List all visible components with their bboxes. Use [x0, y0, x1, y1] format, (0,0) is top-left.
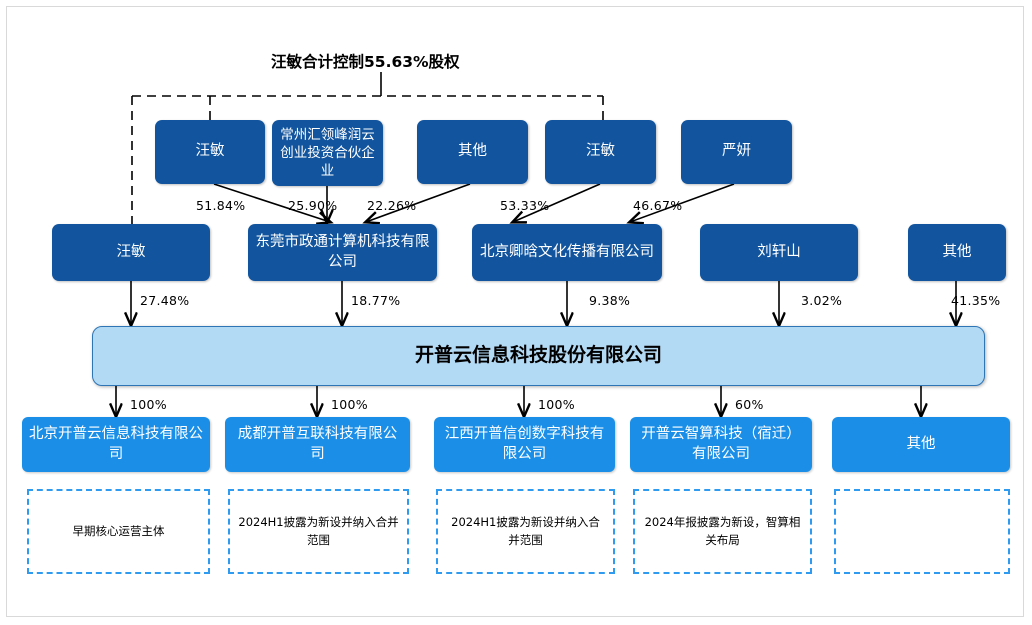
- node-tier1-wangmin-a[interactable]: 汪敏: [155, 120, 265, 184]
- pct-51-84: 51.84%: [196, 198, 246, 213]
- node-tier2-dongguan[interactable]: 东莞市政通计算机科技有限公司: [248, 224, 437, 281]
- node-tier2-liuxuanshan[interactable]: 刘轩山: [700, 224, 858, 281]
- note-box-5: [834, 489, 1010, 574]
- pct-46-67: 46.67%: [633, 198, 683, 213]
- pct-41-35: 41.35%: [951, 293, 1001, 308]
- pct-27-48: 27.48%: [140, 293, 190, 308]
- node-tier2-beijing-qinghan[interactable]: 北京卿晗文化传播有限公司: [472, 224, 662, 281]
- pct-53-33: 53.33%: [500, 198, 550, 213]
- node-tier2-wangmin[interactable]: 汪敏: [52, 224, 210, 281]
- node-tier1-other[interactable]: 其他: [417, 120, 528, 184]
- control-caption: 汪敏合计控制55.63%股权: [271, 53, 460, 71]
- pct-3-02: 3.02%: [801, 293, 843, 308]
- node-tier1-wangmin-b[interactable]: 汪敏: [545, 120, 656, 184]
- node-sub-other[interactable]: 其他: [832, 417, 1010, 472]
- note-box-4: 2024年报披露为新设，智算相关布局: [633, 489, 812, 574]
- pct-sub-2: 100%: [331, 397, 368, 412]
- node-sub-jiangxi[interactable]: 江西开普信创数字科技有限公司: [434, 417, 615, 472]
- node-issuer[interactable]: 开普云信息科技股份有限公司: [92, 326, 985, 386]
- pct-22-26: 22.26%: [367, 198, 417, 213]
- pct-18-77: 18.77%: [351, 293, 401, 308]
- node-tier2-other[interactable]: 其他: [908, 224, 1006, 281]
- node-sub-suqian[interactable]: 开普云智算科技（宿迁）有限公司: [630, 417, 812, 472]
- pct-sub-4: 60%: [735, 397, 764, 412]
- pct-25-90: 25.90%: [288, 198, 338, 213]
- node-sub-beijing[interactable]: 北京开普云信息科技有限公司: [22, 417, 210, 472]
- note-box-1: 早期核心运营主体: [27, 489, 210, 574]
- node-tier1-changzhou[interactable]: 常州汇领峰润云创业投资合伙企业: [272, 120, 383, 186]
- node-tier1-yanyan[interactable]: 严妍: [681, 120, 792, 184]
- note-box-2: 2024H1披露为新设并纳入合并范围: [228, 489, 409, 574]
- pct-9-38: 9.38%: [589, 293, 631, 308]
- note-box-3: 2024H1披露为新设并纳入合并范围: [436, 489, 615, 574]
- page-border: [6, 6, 1024, 617]
- pct-sub-1: 100%: [130, 397, 167, 412]
- pct-sub-3: 100%: [538, 397, 575, 412]
- node-sub-chengdu[interactable]: 成都开普互联科技有限公司: [225, 417, 410, 472]
